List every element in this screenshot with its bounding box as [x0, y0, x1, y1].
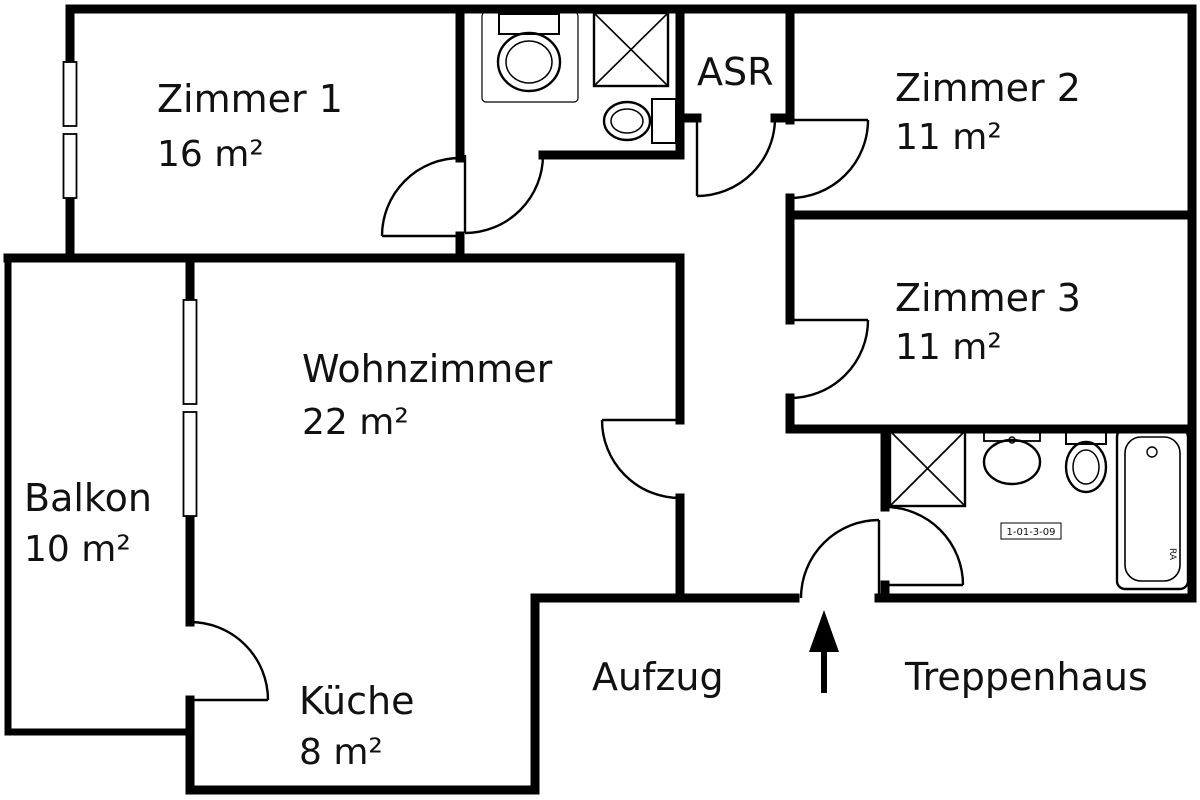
sink-basin: [982, 438, 1042, 486]
toilet-bowl: [602, 100, 652, 142]
room-name: Balkon: [24, 476, 152, 520]
room-area: 11 m²: [895, 327, 1002, 368]
bathtub-drain: [1146, 446, 1158, 458]
room-area: 10 m²: [24, 529, 131, 570]
shower-tray: [592, 11, 670, 88]
shower-screen: [481, 11, 579, 103]
windows: [62, 61, 198, 517]
room-label-zimmer2: Zimmer 2 11 m²: [895, 66, 1081, 158]
shower-icon: [888, 429, 967, 508]
room-label-zimmer1: Zimmer 1 16 m²: [157, 77, 343, 175]
room-name: Wohnzimmer: [302, 347, 553, 391]
door-bathroom-top: [463, 154, 545, 235]
label-bath-code: 1-01-3-09: [1007, 527, 1056, 538]
door-swing-icon: [380, 156, 461, 237]
door-swing-icon: [696, 117, 777, 198]
room-area: 22 m²: [302, 402, 409, 443]
balcony-walls: [4, 254, 194, 736]
shower-cross: [889, 430, 966, 507]
bathtub-icon: [1115, 427, 1190, 591]
room-name: Zimmer 2: [895, 66, 1081, 110]
window-icon: [62, 133, 78, 199]
bathroom-top-fixtures: [481, 11, 677, 144]
sink-icon: [982, 428, 1042, 486]
toilet-icon: [602, 98, 677, 144]
door-zimmer3: [789, 318, 870, 400]
door-swing-icon: [464, 154, 545, 235]
toilet-bowl-inner: [505, 40, 553, 84]
toilet-tank: [498, 13, 560, 35]
room-labels: Zimmer 1 16 m² Zimmer 2 11 m² Zimmer 3 1…: [24, 50, 1177, 773]
door-swing-icon: [799, 518, 880, 599]
door-balcony: [189, 620, 270, 702]
label-elevator: Aufzug: [592, 655, 724, 699]
entrance-arrow-icon: [809, 610, 839, 693]
room-label-zimmer3: Zimmer 3 11 m²: [895, 276, 1081, 368]
door-asr: [695, 117, 777, 198]
toilet-bowl: [496, 31, 562, 93]
door-swing-icon: [884, 505, 965, 586]
shower-icon: [592, 11, 670, 88]
door-swing-icon: [789, 119, 870, 200]
toilet-bowl: [1064, 440, 1108, 494]
label-stairwell: Treppenhaus: [904, 655, 1148, 699]
toilet-bowl-inner: [1072, 449, 1100, 485]
toilet-tank: [651, 98, 677, 144]
toilet-tank: [1065, 428, 1107, 445]
label-storage-room: ASR: [697, 50, 774, 94]
room-area: 8 m²: [299, 732, 383, 773]
bathroom-bottom-fixtures: [888, 427, 1190, 591]
window-icon: [182, 411, 198, 517]
room-area: 11 m²: [895, 117, 1002, 158]
shower-tray: [888, 429, 967, 508]
door-bathroom-bottom: [884, 505, 965, 587]
room-area: 16 m²: [157, 134, 264, 175]
room-name: Zimmer 3: [895, 276, 1081, 320]
door-zimmer2: [789, 118, 870, 200]
door-swing-icon: [600, 419, 681, 500]
bathtub-inner: [1124, 436, 1181, 582]
room-label-wohnzimmer: Wohnzimmer 22 m²: [302, 347, 553, 443]
doors: [189, 117, 965, 702]
toilet-bowl-inner: [610, 108, 644, 134]
walls: [3, 4, 1197, 795]
door-swing-icon: [789, 319, 870, 400]
room-name: Zimmer 1: [157, 77, 343, 121]
room-name: Küche: [299, 679, 414, 723]
door-wohnzimmer: [600, 418, 681, 500]
sink-faucet: [1008, 436, 1016, 444]
window-icon: [62, 61, 78, 127]
door-swing-icon: [189, 620, 270, 701]
room-label-balkon: Balkon 10 m²: [24, 476, 152, 570]
door-entrance: [799, 518, 881, 599]
room-label-kueche: Küche 8 m²: [299, 679, 414, 773]
toilet-icon: [1064, 428, 1108, 494]
window-icon: [182, 299, 198, 405]
shower-cross: [593, 12, 669, 87]
bathtub-outer: [1115, 427, 1190, 591]
room-code-box: [1000, 522, 1062, 540]
toilet-icon: [496, 13, 562, 93]
interior-walls: [3, 4, 1197, 603]
door-zimmer1: [380, 156, 461, 238]
label-tub-note: RA: [1167, 548, 1177, 561]
outer-walls: [65, 4, 1197, 795]
arrow-head: [809, 610, 839, 652]
